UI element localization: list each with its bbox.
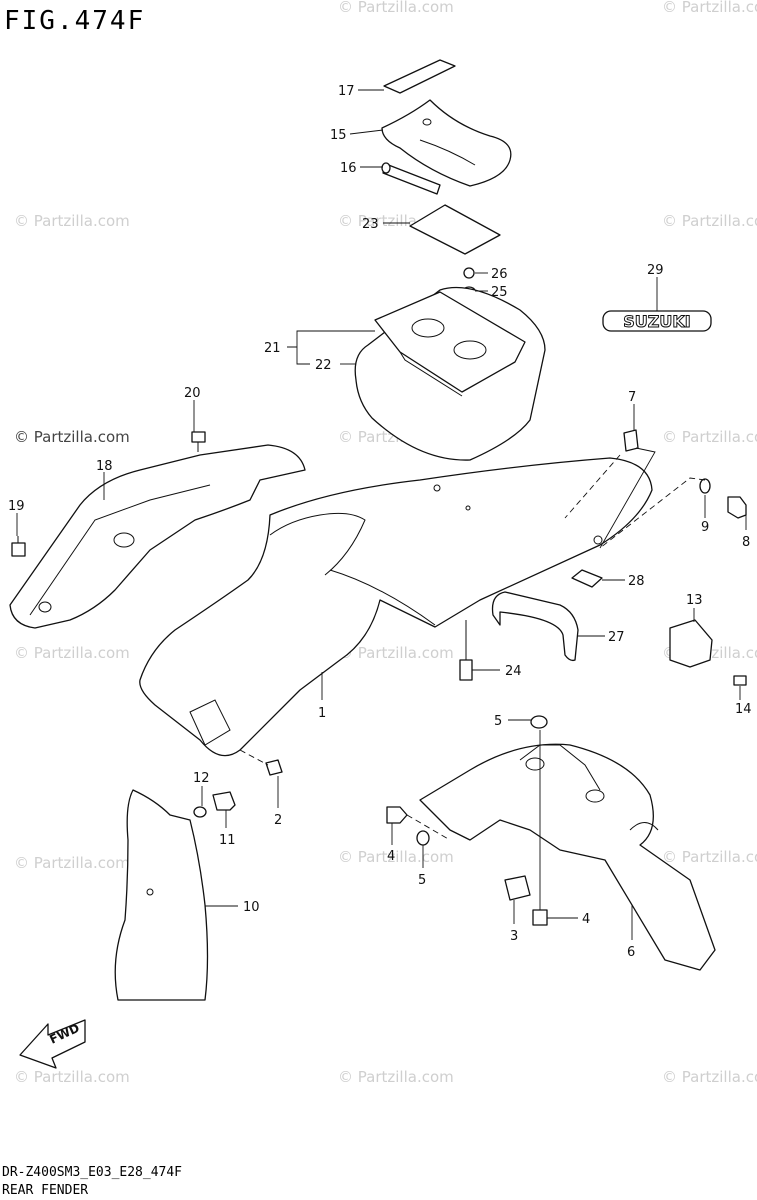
watermark: © Partzilla.com [338,1068,454,1086]
callout-5: 5 [494,714,502,729]
part-21-tool-box [374,291,526,397]
part-2-nut [265,759,283,776]
callout-16: 16 [340,161,357,176]
callout-19: 19 [8,499,25,514]
part-15-tool-bag [381,99,512,187]
watermark: © Partzilla.com [662,0,757,16]
part-3-clip [504,875,531,901]
part-5-washer-left [416,830,430,846]
fwd-arrow-icon: FWD [19,1019,86,1069]
part-23-pad [409,204,501,255]
callout-21: 21 [264,341,281,356]
watermark: © Partzilla.com [662,212,757,230]
watermark: © Partzilla.com [14,854,130,872]
watermark: © Partzilla.com [338,0,454,16]
callout-6: 6 [627,945,635,960]
model-code: DR-Z400SM3_E03_E28_474F [2,1165,182,1180]
figure-title: FIG.474F [4,6,145,36]
callout-28: 28 [628,574,645,589]
callout-27: 27 [608,630,625,645]
callout-3: 3 [510,929,518,944]
leader-lines [16,89,747,940]
callout-1: 1 [318,706,326,721]
watermark: © Partzilla.com [662,428,757,446]
part-4-bolt-left [386,806,408,824]
callout-23: 23 [362,217,379,232]
part-13-relay [669,619,713,668]
part-9-washer [699,478,711,494]
callout-8: 8 [742,535,750,550]
callouts: 17 15 16 23 26 25 29 21 22 20 7 18 19 9 … [8,84,752,960]
callout-26: 26 [491,267,508,282]
part-11-bolt [212,791,236,811]
callout-7: 7 [628,390,636,405]
part-16-tool [381,162,441,195]
callout-14: 14 [735,702,752,717]
watermark: © Partzilla.com [338,644,454,662]
watermark: © Partzilla.com [14,644,130,662]
callout-25: 25 [491,285,508,300]
emblem-text: SUZUKI [623,312,690,331]
section-name: REAR FENDER [2,1183,88,1198]
part-12-washer [193,806,207,818]
callout-17: 17 [338,84,355,99]
callout-15: 15 [330,128,347,143]
callout-2: 2 [274,813,282,828]
part-26-nut [463,267,475,279]
callout-12: 12 [193,771,210,786]
callout-9: 9 [701,520,709,535]
callout-4: 4 [387,849,395,864]
part-27-handle [491,591,579,662]
callout-18: 18 [96,459,113,474]
callout-24: 24 [505,664,522,679]
part-19-bolt [11,536,26,557]
watermark: © Partzilla.com [14,1068,130,1086]
part-17-strap [383,59,456,94]
part-14-screw [733,675,747,686]
part-29-suzuki-emblem: SUZUKI [602,310,712,332]
part-8-bolt [727,496,747,519]
part-1-rear-fender [139,457,653,757]
callout-22: 22 [315,358,332,373]
callout-29: 29 [647,263,664,278]
watermark: © Partzilla.com [662,1068,757,1086]
watermark: © Partzilla.com [338,848,454,866]
part-6-bracket [419,743,716,971]
part-28-pad [571,569,603,588]
callout-4: 4 [582,912,590,927]
part-18-side-cover [9,444,306,629]
watermark: © Partzilla.com [662,848,757,866]
part-10-mudflap [114,789,209,1001]
watermark: © Partzilla.com [14,428,130,446]
callout-5: 5 [418,873,426,888]
part-4-bolt-bottom [532,909,548,926]
callout-11: 11 [219,833,236,848]
callout-13: 13 [686,593,703,608]
part-7-clip [623,429,639,452]
callout-20: 20 [184,386,201,401]
part-20-bolt [191,431,206,452]
watermark: © Partzilla.com [14,212,130,230]
part-24-bolt [459,620,473,681]
callout-10: 10 [243,900,260,915]
part-5-washer-top [530,715,548,729]
